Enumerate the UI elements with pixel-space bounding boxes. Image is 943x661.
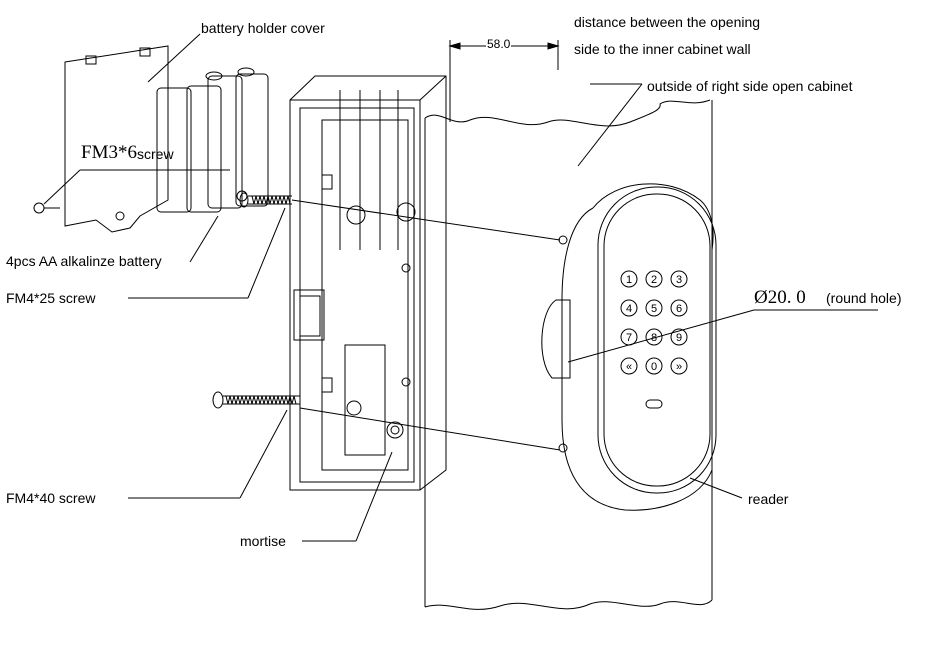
- keypad-key-label: 0: [651, 361, 657, 373]
- label-fm4-40-screw: FM4*40 screw: [6, 490, 96, 506]
- keypad-key-ring: [645, 270, 663, 288]
- label-distance-line2: side to the inner cabinet wall: [574, 41, 751, 57]
- keypad-key-label: 2: [651, 274, 657, 286]
- keypad-key-label: »: [676, 361, 682, 373]
- keypad-key-label: 6: [676, 303, 682, 315]
- keypad-key-ring: [620, 357, 638, 375]
- round-hole-outline: [541, 299, 571, 379]
- keypad-key-ring: [670, 357, 688, 375]
- alignment-line-upper: [291, 199, 561, 241]
- keypad-key-label: 3: [676, 274, 682, 286]
- cabinet-panel: [424, 99, 713, 610]
- label-fm3-screw-word: screw: [137, 146, 174, 162]
- keypad-key-ring: [670, 299, 688, 317]
- keypad-key-label: «: [626, 361, 632, 373]
- label-reader: reader: [748, 491, 789, 507]
- keypad-key-label: 4: [626, 303, 632, 315]
- keypad-key-ring: [645, 299, 663, 317]
- label-round-hole: (round hole): [826, 290, 902, 306]
- keypad-key-ring: [670, 328, 688, 346]
- keypad-key-ring: [645, 357, 663, 375]
- dimension-58: [448, 40, 560, 122]
- mortise-body: [289, 75, 447, 491]
- keypad-key-label: 1: [626, 274, 632, 286]
- keypad-key-ring: [645, 328, 663, 346]
- leader-lines: [43, 33, 878, 542]
- fm4-40-screw: [212, 391, 300, 409]
- keypad-key-label: 7: [626, 332, 632, 344]
- label-fm4-25-screw: FM4*25 screw: [6, 290, 96, 306]
- keypad-key-ring: [670, 270, 688, 288]
- keypad-key-label: 5: [651, 303, 657, 315]
- keypad-key-ring: [620, 270, 638, 288]
- keypad-key-ring: [620, 299, 638, 317]
- label-fm3-screw-code: FM3*6: [81, 142, 137, 163]
- battery-holder-cover: [33, 45, 169, 233]
- label-battery-holder-cover: battery holder cover: [201, 20, 325, 36]
- reader-device: [558, 183, 717, 511]
- label-mortise: mortise: [240, 533, 286, 549]
- label-distance-line1: distance between the opening: [574, 14, 761, 30]
- keypad-key-label: 9: [676, 332, 682, 344]
- fm4-25-screw: [239, 192, 292, 208]
- alignment-line-lower: [299, 407, 561, 451]
- aa-batteries: [156, 67, 269, 213]
- label-hole-diameter: Ø20. 0: [754, 287, 806, 308]
- label-outside-cabinet: outside of right side open cabinet: [647, 78, 853, 94]
- label-dimension-value: 58.0: [486, 37, 512, 51]
- label-battery: 4pcs AA alkalinze battery: [6, 253, 162, 269]
